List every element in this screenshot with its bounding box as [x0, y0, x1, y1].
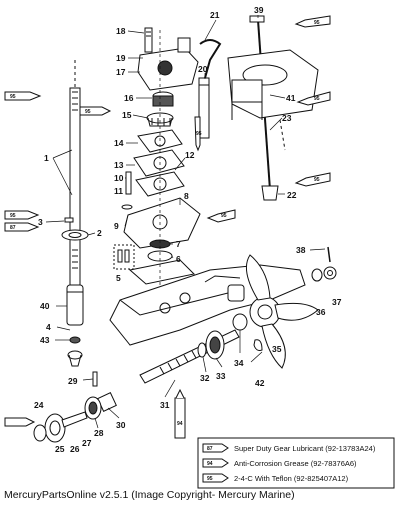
callout-36: 36	[316, 307, 326, 317]
callout-10: 10	[114, 173, 124, 183]
tube-code-t95e: 95	[314, 177, 320, 183]
lubricant-tube-t87a	[4, 222, 40, 232]
callout-25: 25	[55, 444, 65, 454]
gearcase-upper	[227, 49, 319, 120]
callout-2: 2	[97, 228, 102, 238]
legend-text-94: Anti-Corrosion Grease (92-78376A6)	[234, 459, 357, 468]
drive-shaft-pin	[64, 217, 74, 223]
callout-39: 39	[254, 5, 264, 15]
forward-gear	[197, 330, 225, 360]
callout-16: 16	[124, 93, 134, 103]
callout-1: 1	[44, 153, 49, 163]
callout-7: 7	[176, 239, 181, 249]
tube-code-t95b: 95	[85, 109, 91, 115]
propeller	[245, 254, 319, 369]
tube-code-t87a: 87	[10, 225, 16, 231]
callout-11: 11	[114, 186, 123, 196]
callout-28: 28	[94, 428, 104, 438]
callout-9: 9	[114, 221, 119, 231]
callout-21: 21	[210, 10, 220, 20]
tube-code-t95a: 95	[10, 94, 16, 100]
callout-12: 12	[185, 150, 195, 160]
water-tube	[198, 39, 222, 139]
callout-14: 14	[114, 138, 124, 148]
tube-code-t95d: 95	[314, 96, 320, 102]
legend-text-95: 2-4-C With Teflon (92-825407A12)	[234, 474, 349, 483]
lubricant-tube-t95h	[194, 116, 201, 152]
callout-42: 42	[255, 378, 265, 388]
callout-33: 33	[216, 371, 226, 381]
callout-5: 5	[116, 273, 121, 283]
callout-26: 26	[70, 444, 80, 454]
callout-43: 43	[40, 335, 50, 345]
drive-shaft	[69, 60, 81, 289]
callout-37: 37	[332, 297, 342, 307]
lubricant-tube-t95c	[294, 15, 331, 28]
callout-27: 27	[82, 438, 92, 448]
callout-40: 40	[40, 301, 50, 311]
callout-15: 15	[122, 110, 132, 120]
tube-code-t95g: 95	[10, 213, 16, 219]
legend-text-87: Super Duty Gear Lubricant (92-13783A24)	[234, 444, 376, 453]
legend-code-95: 95	[207, 476, 213, 482]
callout-4: 4	[46, 322, 51, 332]
callout-30: 30	[116, 420, 126, 430]
tab-washer	[311, 268, 323, 282]
callout-29: 29	[68, 376, 78, 386]
prop-nut	[323, 266, 337, 280]
pinion-gear	[67, 336, 83, 367]
callout-23: 23	[282, 113, 292, 123]
callout-18: 18	[116, 26, 126, 36]
lubricant-tube-t95f	[206, 209, 236, 223]
leader-lines	[45, 15, 326, 429]
tube-code-t94: 94	[177, 421, 183, 427]
drive-shaft-bearing	[61, 229, 89, 241]
legend-code-94: 94	[207, 461, 213, 467]
callout-32: 32	[200, 373, 210, 383]
copyright-footer: MercuryPartsOnline v2.5.1 (Image Copyrig…	[4, 489, 295, 501]
callout-41: 41	[286, 93, 296, 103]
callout-6: 6	[176, 254, 181, 264]
lubricant-tube-t94	[174, 388, 186, 439]
tube-code-t95c: 95	[314, 20, 320, 26]
lubricant-tube-t95e	[294, 172, 331, 187]
clutch-and-gear	[33, 392, 117, 443]
callout-38: 38	[296, 245, 306, 255]
lubricant-tube-t95a	[4, 91, 42, 101]
callout-31: 31	[160, 400, 170, 410]
callout-8: 8	[184, 191, 189, 201]
tube-code-t95f: 95	[221, 213, 227, 219]
lubricant-tube-extra	[4, 417, 36, 427]
callout-24: 24	[34, 400, 44, 410]
callout-34: 34	[234, 358, 244, 368]
legend	[197, 437, 395, 489]
drive-shaft-sleeve	[66, 284, 84, 326]
callout-3: 3	[38, 217, 43, 227]
callout-22: 22	[287, 190, 297, 200]
lubricant-tube-t95d	[296, 91, 331, 106]
tube-code-t95h: 95	[196, 131, 202, 137]
callout-19: 19	[116, 53, 126, 63]
callout-20: 20	[198, 64, 208, 74]
lubricant-tube-t95b	[79, 106, 112, 116]
lubricant-tube-t95g	[4, 210, 40, 220]
callout-17: 17	[116, 67, 126, 77]
callout-13: 13	[114, 160, 124, 170]
callout-35: 35	[272, 344, 282, 354]
legend-code-87: 87	[207, 446, 213, 452]
